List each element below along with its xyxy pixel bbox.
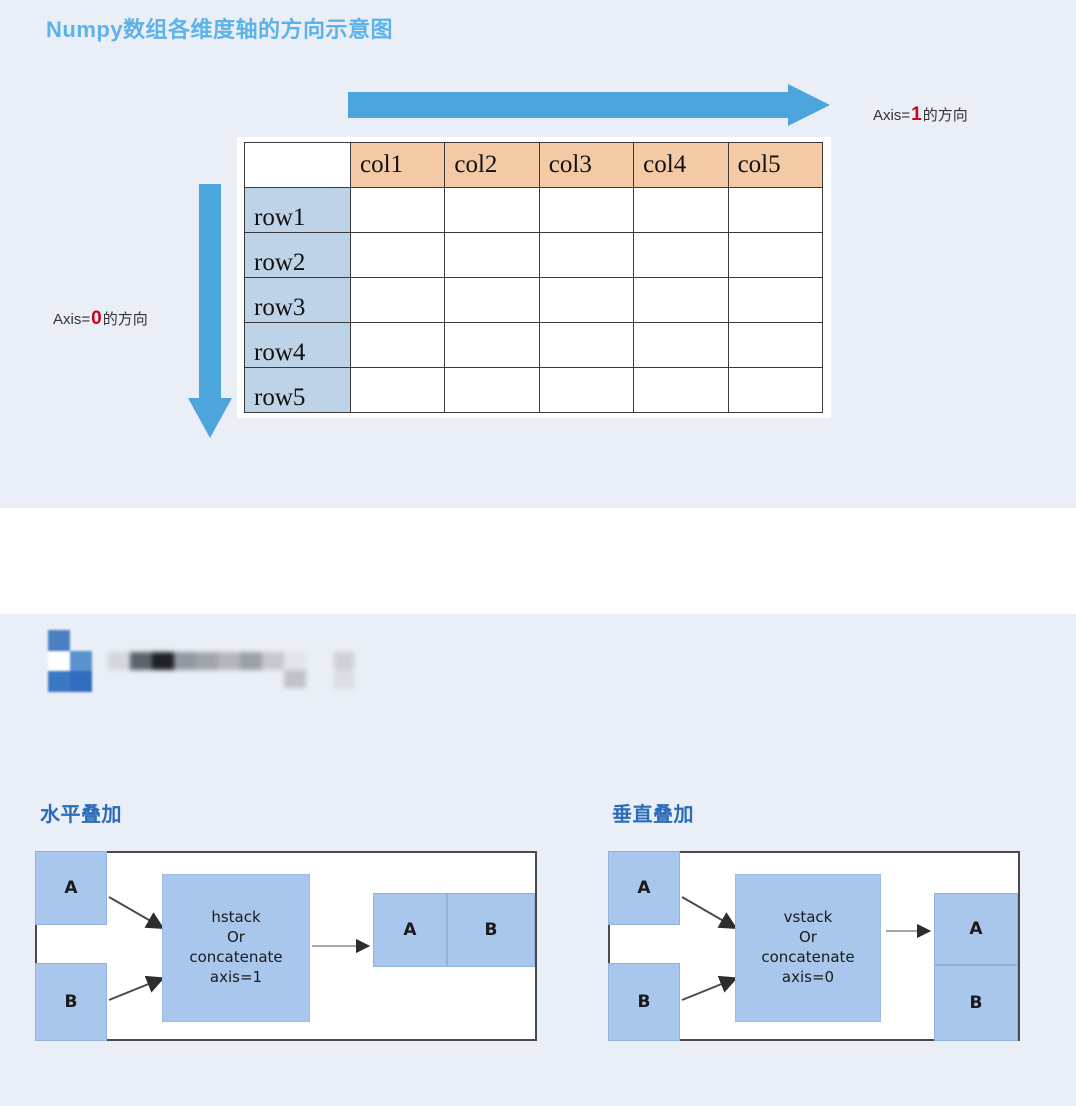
table-cell: [538, 277, 635, 323]
hstack-op-line-4: axis=1: [209, 967, 263, 986]
table-corner-cell: [244, 142, 351, 188]
row-header-1: row1: [244, 187, 351, 233]
axis0-suffix: 的方向: [102, 311, 148, 328]
column-header-4: col4: [633, 142, 729, 188]
row-header-5: row5: [244, 367, 351, 413]
table-row: row3: [244, 277, 824, 323]
table-cell: [444, 277, 540, 323]
hstack-op-line-3: concatenate: [189, 948, 283, 966]
vstack-operation-box: vstack Or concatenate axis=0: [735, 874, 881, 1022]
row-header-2: row2: [244, 232, 351, 278]
table-row: row2: [244, 232, 824, 278]
hstack-result-b: B: [447, 893, 535, 967]
hstack-result-a-label: A: [403, 920, 417, 940]
vstack-result-b-label: B: [969, 993, 983, 1013]
vstack-result-a: A: [934, 893, 1018, 965]
hstack-result-a: A: [373, 893, 447, 967]
axis1-suffix: 的方向: [922, 107, 968, 124]
column-header-1: col1: [349, 142, 446, 188]
table-cell: [349, 277, 446, 323]
hstack-connector-arrows: [108, 896, 371, 1001]
table-cell: [444, 322, 540, 368]
axis1-prefix: Axis=: [873, 107, 911, 124]
table-row: row4: [244, 322, 824, 368]
table-cell: [444, 367, 540, 413]
vstack-op-line-1: vstack: [783, 908, 833, 927]
table-row: row5: [244, 367, 824, 413]
column-header-3: col3: [538, 142, 635, 188]
row-header-4: row4: [244, 322, 351, 368]
vstack-input-b-label: B: [637, 992, 651, 1012]
table-cell: [633, 187, 729, 233]
vstack-connector-arrows: [681, 896, 932, 1001]
hstack-input-a: A: [35, 851, 107, 925]
axis0-label: Axis=0的方向: [53, 308, 148, 330]
hstack-result-b-label: B: [484, 920, 498, 940]
vstack-op-line-4: axis=0: [781, 967, 835, 986]
table-cell: [633, 367, 729, 413]
hstack-op-line-1: hstack: [211, 908, 261, 927]
hstack-operation-box: hstack Or concatenate axis=1: [162, 874, 310, 1022]
vstack-result-b: B: [934, 965, 1018, 1041]
column-header-2: col2: [444, 142, 540, 188]
column-header-5: col5: [727, 142, 824, 188]
table-cell: [633, 232, 729, 278]
table-cell: [349, 367, 446, 413]
page-title: Numpy数组各维度轴的方向示意图: [46, 17, 394, 42]
table-cell: [538, 232, 635, 278]
axis1-label: Axis=1的方向: [873, 104, 968, 126]
table-cell: [633, 322, 729, 368]
axis0-prefix: Axis=: [53, 311, 91, 328]
hstack-op-line-2: Or: [227, 928, 245, 947]
table-cell: [349, 322, 446, 368]
table-cell: [727, 322, 824, 368]
vstack-input-a: A: [608, 851, 680, 925]
hstack-input-a-label: A: [64, 878, 78, 898]
vstack-heading: 垂直叠加: [612, 804, 694, 826]
vstack-result-a-label: A: [969, 919, 983, 939]
axis1-value: 1: [911, 104, 922, 125]
table-row: row1: [244, 187, 824, 233]
table-cell: [727, 187, 824, 233]
table-cell: [727, 277, 824, 323]
table-cell: [444, 232, 540, 278]
vstack-diagram: A B vstack Or concatenate axis=0 A B: [608, 851, 1020, 1041]
vstack-input-a-label: A: [637, 878, 651, 898]
blurred-text-redaction: [108, 650, 354, 692]
table-cell: [538, 322, 635, 368]
table-cell: [727, 367, 824, 413]
blurred-square-logo-icon: [45, 630, 95, 692]
hstack-diagram: A B hstack Or concatenate axis=1 A B: [35, 851, 537, 1041]
table-cell: [444, 187, 540, 233]
hstack-heading: 水平叠加: [40, 804, 122, 826]
row-header-3: row3: [244, 277, 351, 323]
table-cell: [727, 232, 824, 278]
axis0-down-arrow-icon: [188, 184, 232, 438]
vstack-input-b: B: [608, 963, 680, 1041]
table-cell: [538, 367, 635, 413]
table-cell: [633, 277, 729, 323]
table-cell: [538, 187, 635, 233]
axis0-value: 0: [91, 308, 102, 329]
axis1-right-arrow-icon: [348, 84, 830, 126]
vstack-op-line-3: concatenate: [761, 948, 855, 966]
hstack-input-b-label: B: [64, 992, 78, 1012]
table-cell: [349, 187, 446, 233]
vstack-op-line-2: Or: [799, 928, 817, 947]
hstack-input-b: B: [35, 963, 107, 1041]
table-cell: [349, 232, 446, 278]
